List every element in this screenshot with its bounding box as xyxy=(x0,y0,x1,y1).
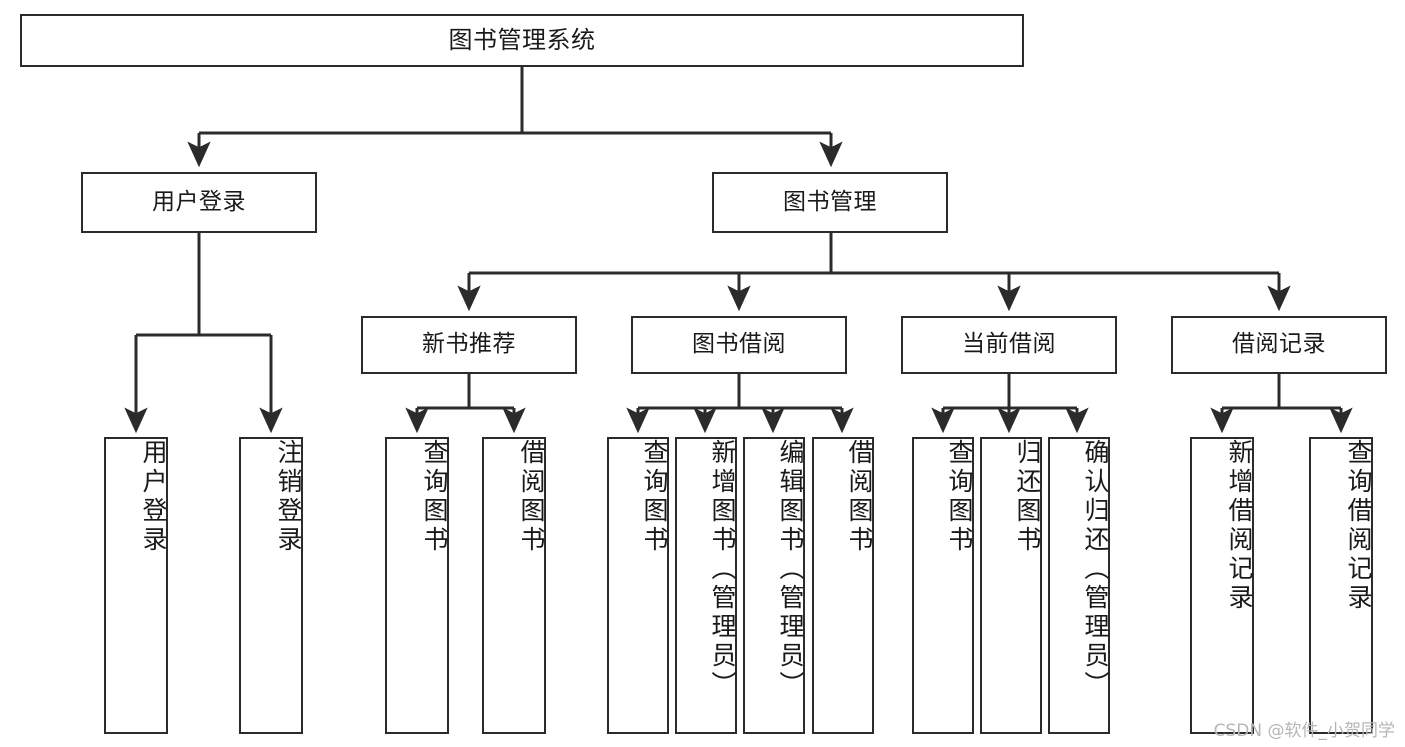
node-leaf-query-borrow-record[interactable]: 查询借阅记录 xyxy=(1309,437,1373,734)
node-label: 当前借阅 xyxy=(962,331,1056,358)
node-label: 新增借阅记录 xyxy=(1225,439,1254,613)
csdn-watermark: CSDN @软件_小贺同学 xyxy=(1213,721,1395,741)
node-label: 借阅记录 xyxy=(1232,331,1326,358)
node-leaf-confirm-return-admin[interactable]: 确认归还（管理员） xyxy=(1048,437,1110,734)
node-user-login[interactable]: 用户登录 xyxy=(81,172,317,233)
node-label: 用户登录 xyxy=(139,439,168,555)
node-label: 图书管理 xyxy=(783,188,877,215)
node-leaf-query-book-borrow[interactable]: 查询图书 xyxy=(607,437,669,734)
node-label: 查询图书 xyxy=(945,439,974,555)
node-leaf-query-book-recommend[interactable]: 查询图书 xyxy=(385,437,449,734)
node-label: 借阅图书 xyxy=(845,439,874,555)
node-label: 新增图书（管理员） xyxy=(708,439,737,700)
node-label: 新书推荐 xyxy=(422,331,516,358)
node-label: 查询图书 xyxy=(640,439,669,555)
node-new-book-recommend[interactable]: 新书推荐 xyxy=(361,316,577,374)
node-leaf-logout-login[interactable]: 注销登录 xyxy=(239,437,303,734)
node-label: 图书管理系统 xyxy=(448,26,596,55)
node-label: 借阅图书 xyxy=(517,439,546,555)
node-leaf-return-book[interactable]: 归还图书 xyxy=(980,437,1042,734)
node-borrow-record[interactable]: 借阅记录 xyxy=(1171,316,1387,374)
node-leaf-edit-book-admin[interactable]: 编辑图书（管理员） xyxy=(743,437,805,734)
node-leaf-add-borrow-record[interactable]: 新增借阅记录 xyxy=(1190,437,1254,734)
node-label: 查询图书 xyxy=(420,439,449,555)
node-label: 编辑图书（管理员） xyxy=(776,439,805,700)
node-label: 归还图书 xyxy=(1013,439,1042,555)
node-leaf-add-book-admin[interactable]: 新增图书（管理员） xyxy=(675,437,737,734)
node-label: 确认归还（管理员） xyxy=(1081,439,1110,700)
node-leaf-user-login[interactable]: 用户登录 xyxy=(104,437,168,734)
node-current-borrow[interactable]: 当前借阅 xyxy=(901,316,1117,374)
node-leaf-borrow-book-recommend[interactable]: 借阅图书 xyxy=(482,437,546,734)
node-label: 查询借阅记录 xyxy=(1344,439,1373,613)
node-root-system[interactable]: 图书管理系统 xyxy=(20,14,1024,67)
node-label: 图书借阅 xyxy=(692,331,786,358)
node-leaf-borrow-book[interactable]: 借阅图书 xyxy=(812,437,874,734)
node-label: 注销登录 xyxy=(274,439,303,555)
node-label: 用户登录 xyxy=(152,188,246,215)
node-book-borrow[interactable]: 图书借阅 xyxy=(631,316,847,374)
node-book-management[interactable]: 图书管理 xyxy=(712,172,948,233)
node-leaf-query-book-current[interactable]: 查询图书 xyxy=(912,437,974,734)
